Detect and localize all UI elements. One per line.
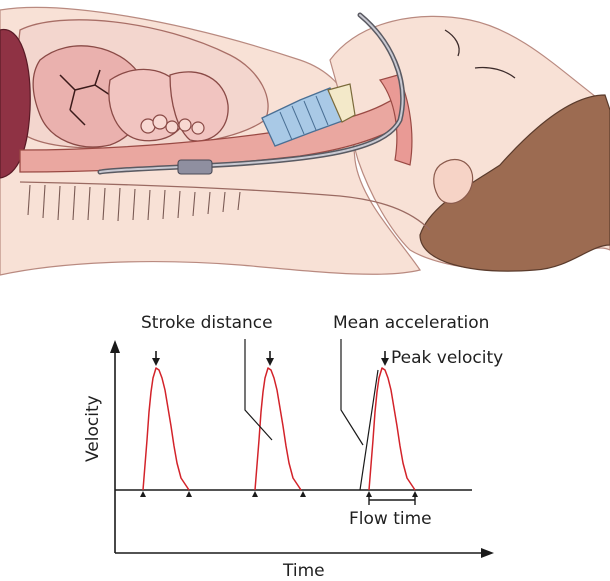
patient-illustration <box>0 7 610 275</box>
peak-velocity-label: Peak velocity <box>391 348 503 368</box>
y-axis-label: Velocity <box>83 395 103 462</box>
mean-acceleration-label: Mean acceleration <box>333 313 489 333</box>
waveform-series <box>143 368 415 490</box>
velocity-time-graph: Stroke distance Mean acceleration Peak v… <box>83 313 503 581</box>
velocity-pulse-1 <box>143 368 189 490</box>
peak-arrow <box>266 351 274 366</box>
flow-time-bracket <box>369 495 415 505</box>
peak-arrow <box>381 351 389 366</box>
peak-arrow <box>152 351 160 366</box>
stroke-distance-label: Stroke distance <box>141 313 273 333</box>
flow-time-label: Flow time <box>349 509 432 529</box>
stroke-distance-leader <box>245 339 272 440</box>
probe-tip <box>178 160 212 174</box>
x-axis-arrow <box>481 548 494 558</box>
mean-acceleration-leader <box>341 339 363 445</box>
y-axis-arrow <box>110 340 120 353</box>
x-axis-label: Time <box>282 561 325 581</box>
baseline-markers <box>140 491 418 497</box>
mean-acceleration-slope <box>360 370 378 490</box>
